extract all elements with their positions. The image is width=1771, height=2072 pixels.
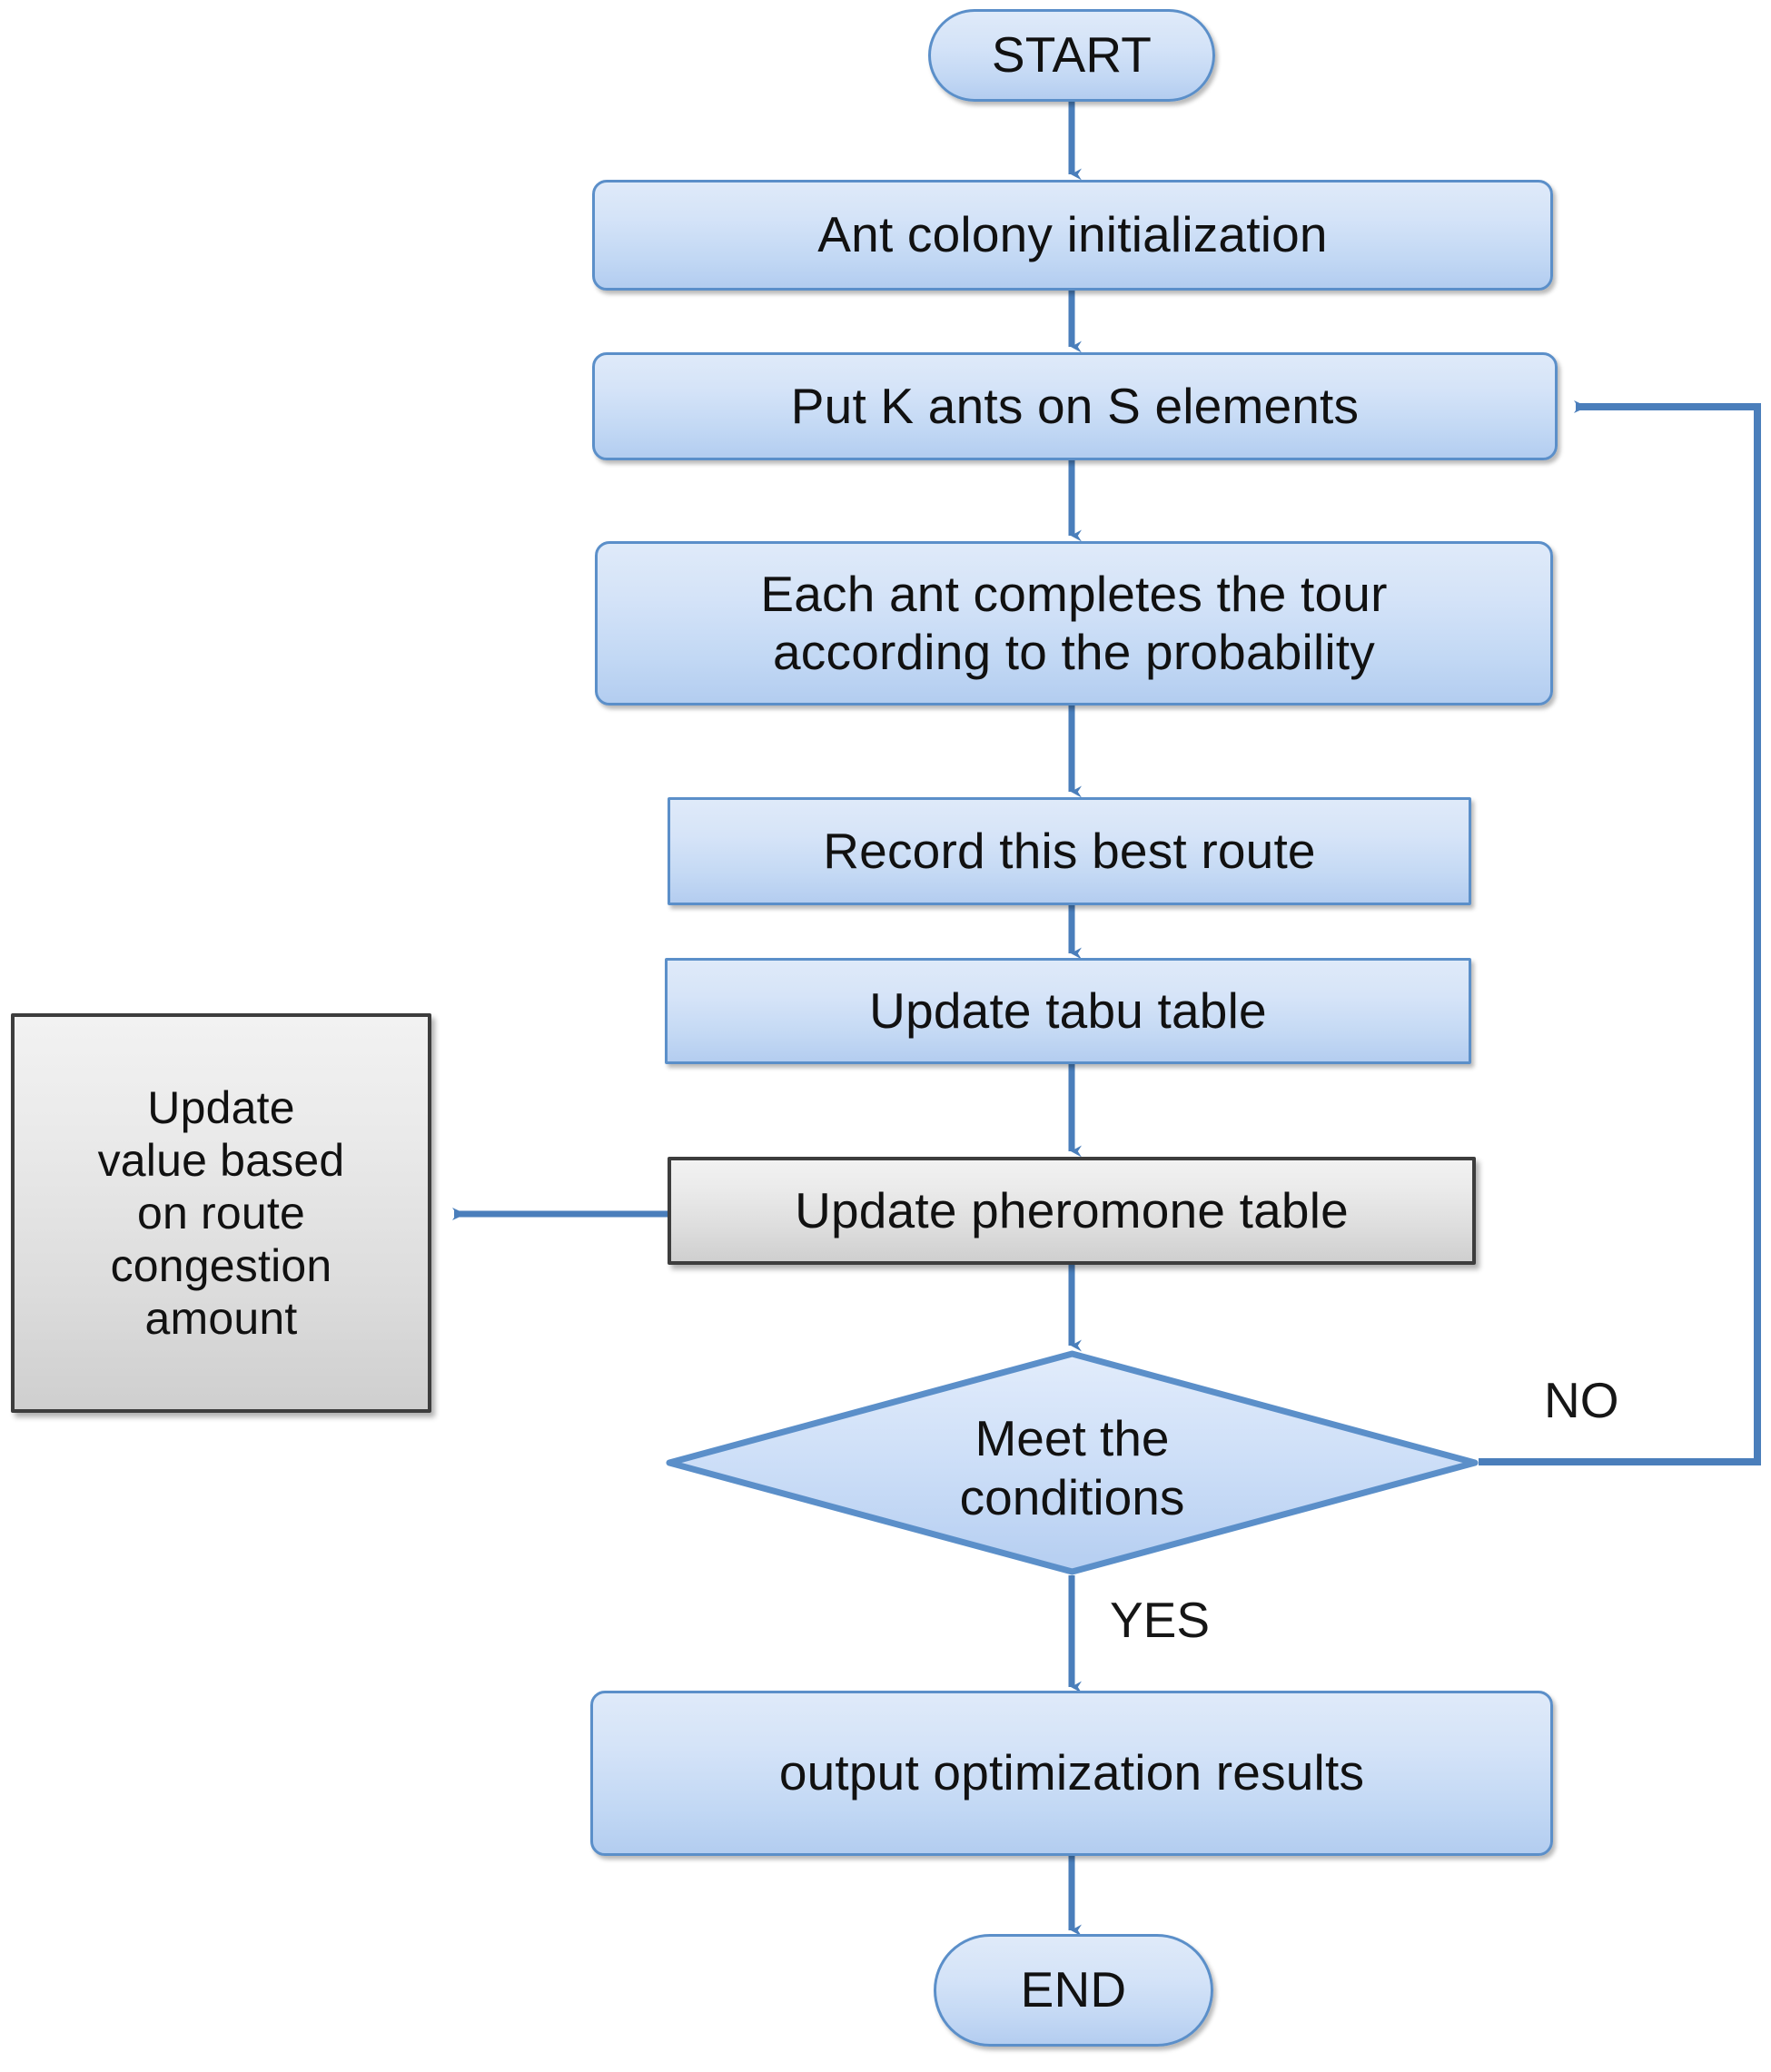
node-end[interactable]: END <box>934 1934 1213 2047</box>
node-put-k-ants-label: Put K ants on S elements <box>790 377 1360 434</box>
node-update-tabu-table[interactable]: Update tabu table <box>665 958 1471 1064</box>
node-each-ant-tour-line1: Each ant completes the tour <box>760 565 1388 622</box>
node-each-ant-tour[interactable]: Each ant completes the tour according to… <box>595 541 1553 705</box>
node-ant-colony-initialization-label: Ant colony initialization <box>817 206 1328 263</box>
node-start[interactable]: START <box>928 9 1215 102</box>
node-record-best-route-label: Record this best route <box>823 822 1316 879</box>
node-decision-line1: Meet the <box>975 1410 1170 1467</box>
edge-label-yes: YES <box>1110 1592 1211 1648</box>
node-update-congestion-value-line-2: value based <box>97 1135 345 1186</box>
node-output-optimization-results[interactable]: output optimization results <box>590 1691 1553 1856</box>
node-update-pheromone-table-label: Update pheromone table <box>795 1181 1349 1238</box>
decision-label-wrap: Meet the conditions <box>666 1350 1479 1581</box>
node-decision-line2: conditions <box>959 1469 1185 1525</box>
node-ant-colony-initialization[interactable]: Ant colony initialization <box>592 180 1553 291</box>
edge-label-no: NO <box>1544 1372 1619 1428</box>
node-update-pheromone-table[interactable]: Update pheromone table <box>668 1157 1476 1265</box>
decision-diamond-shape <box>666 1350 1479 1575</box>
node-start-label: START <box>991 26 1153 84</box>
node-each-ant-tour-line2: according to the probability <box>773 623 1375 680</box>
node-decision-meet-conditions[interactable]: Meet the conditions <box>666 1350 1479 1575</box>
node-update-congestion-value-line-3: on route <box>136 1188 306 1238</box>
node-update-congestion-value[interactable]: Update value based on route congestion a… <box>11 1013 431 1413</box>
node-output-optimization-results-label: output optimization results <box>778 1744 1365 1801</box>
node-update-tabu-table-label: Update tabu table <box>869 982 1267 1039</box>
node-put-k-ants[interactable]: Put K ants on S elements <box>592 352 1558 460</box>
node-record-best-route[interactable]: Record this best route <box>668 797 1471 905</box>
node-update-congestion-value-line-5: amount <box>144 1293 298 1344</box>
node-update-congestion-value-line-4: congestion <box>110 1240 332 1291</box>
node-update-congestion-value-line-1: Update <box>147 1082 295 1133</box>
node-end-label: END <box>1020 1961 1127 2018</box>
